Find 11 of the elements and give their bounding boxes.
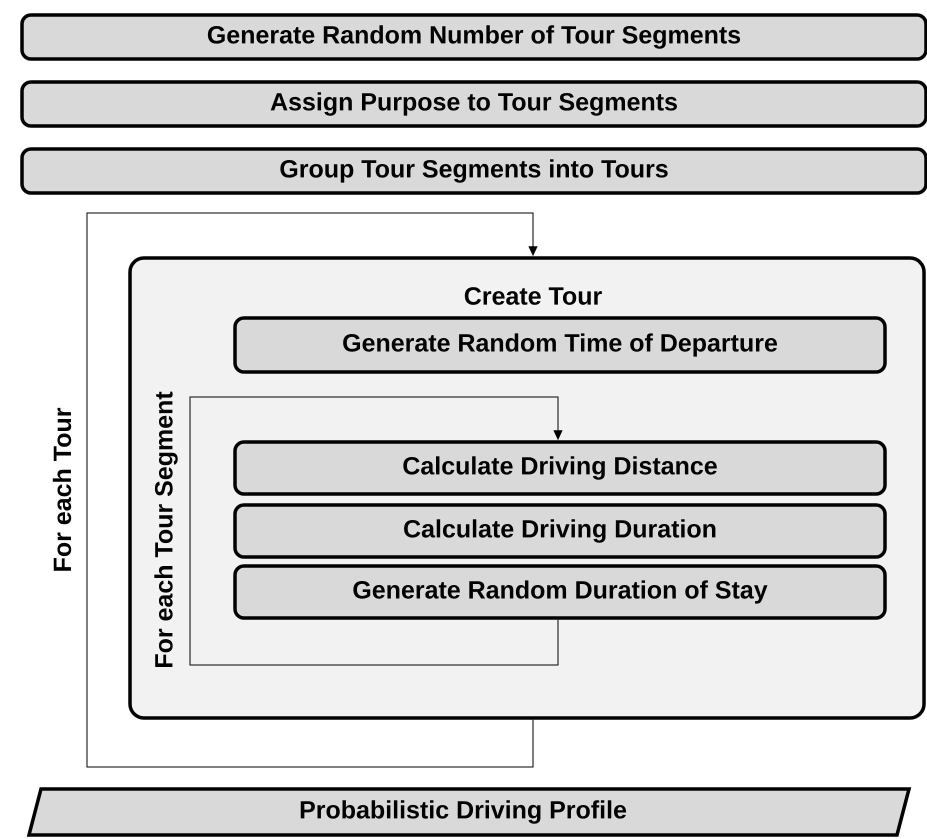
loop-arrow [86,212,538,768]
step-box: Generate Random Number of Tour Segments [20,13,927,61]
step-box: Generate Random Time of Departure [233,316,887,374]
step-box: Calculate Driving Distance [233,440,887,496]
step-box: Group Tour Segments into Tours [20,147,927,195]
step-box: Calculate Driving Duration [233,503,887,559]
step-box: Assign Purpose to Tour Segments [20,80,927,128]
edge-label: For each Tour Segment [154,392,178,667]
loop-arrow [190,396,563,666]
edge-label: For each Tour [52,408,72,571]
step-box: Generate Random Duration of Stay [233,564,887,620]
